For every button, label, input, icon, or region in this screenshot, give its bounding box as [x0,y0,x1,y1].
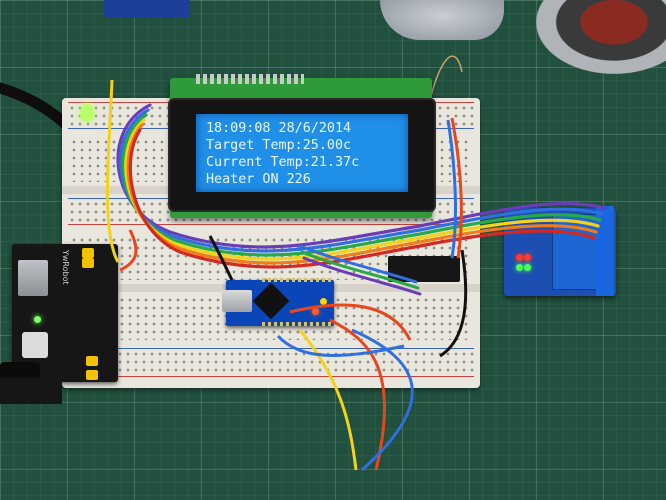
status-led [320,298,327,305]
lcd-line-target-temp: Target Temp:25.00c [206,138,352,153]
tool-in-corner [536,0,666,74]
rail-blue-line-bottom [68,348,474,349]
lcd-header-pins [196,74,304,84]
jumper-cap [86,356,98,366]
jumper-cap [82,248,94,258]
jumper-cap [82,258,94,268]
relay-led-red [516,254,523,261]
blue-module-top-edge [104,0,190,18]
relay-led-green [516,264,523,271]
header-pins [262,322,332,326]
grey-blu-tack-lump [380,0,504,40]
mini-usb-port [222,290,252,312]
lcd-line-heater-status: Heater ON 226 [206,172,311,187]
cable-shadow [0,378,62,404]
jumper-cap [86,370,98,380]
usb-port [18,260,48,296]
lcd-line-current-temp: Current Temp:21.37c [206,155,360,170]
lcd-screen: 18:09:08 28/6/2014 Target Temp:25.00c Cu… [196,114,408,192]
power-led [34,316,41,323]
relay-led-green [524,264,531,271]
header-pins [262,278,332,282]
rail-red-line-bottom [68,376,474,377]
relay-led-red [524,254,531,261]
lcd-line-datetime: 18:09:08 28/6/2014 [206,121,352,136]
status-led [312,308,319,315]
power-button [22,332,48,358]
rail-red-line-mid [68,224,474,225]
screw-terminal [596,206,614,296]
green-led [80,104,94,122]
